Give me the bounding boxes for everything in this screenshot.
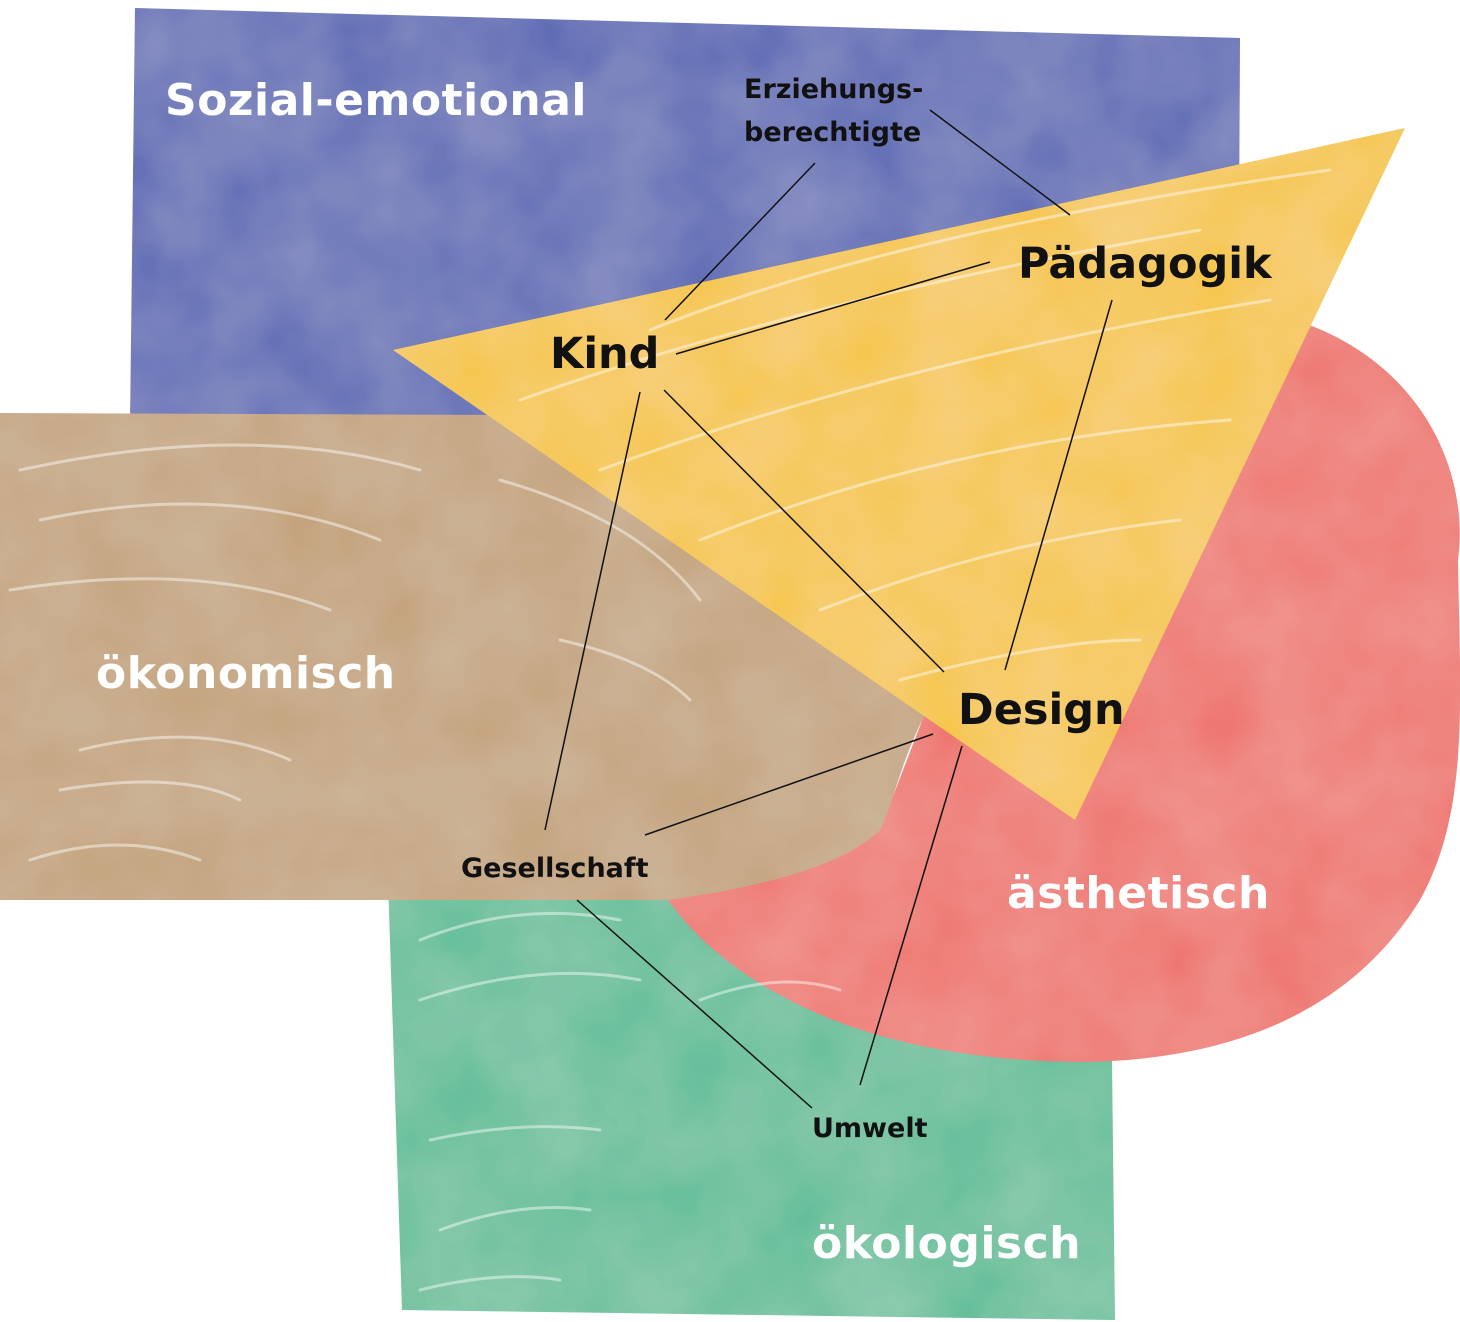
- label-oekonomisch: ökonomisch: [96, 648, 396, 699]
- node-gesellschaft: Gesellschaft: [461, 853, 649, 884]
- node-erziehungsberechtigte-line1: Erziehungs-: [744, 74, 923, 105]
- label-sozial-emotional: Sozial-emotional: [165, 75, 587, 126]
- node-erziehungsberechtigte-line2: berechtigte: [744, 117, 921, 148]
- node-kind: Kind: [550, 329, 659, 379]
- node-paedagogik: Pädagogik: [1018, 239, 1273, 289]
- label-oekologisch: ökologisch: [812, 1218, 1081, 1269]
- node-design: Design: [958, 685, 1125, 735]
- label-aesthetisch: ästhetisch: [1007, 868, 1270, 919]
- node-umwelt: Umwelt: [812, 1113, 928, 1144]
